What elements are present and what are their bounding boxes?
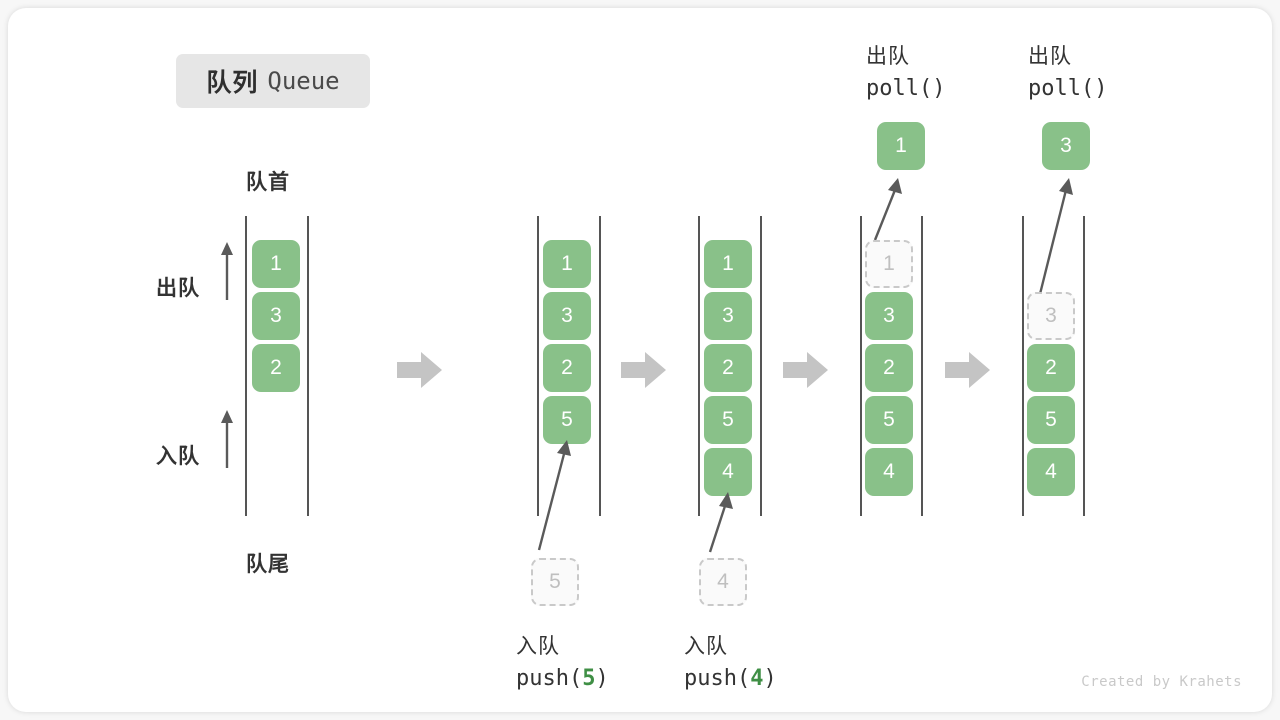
- queue-cell: 1: [543, 240, 591, 288]
- queue-cell: 5: [704, 396, 752, 444]
- title-chinese: 队列: [206, 69, 259, 97]
- queue-cell: 4: [865, 448, 913, 496]
- queue-ghost-cell: 1: [865, 240, 913, 288]
- step-arrow-icon: [621, 352, 666, 388]
- queue-cell: 5: [865, 396, 913, 444]
- step-caption-chinese: 入队: [516, 635, 560, 658]
- queue-rail-right: [307, 216, 309, 516]
- queue-cell: 3: [252, 292, 300, 340]
- step-arrow-icon: [397, 352, 442, 388]
- step-caption-code: push(5): [516, 666, 609, 691]
- side-enqueue-label: 入队: [156, 445, 200, 468]
- step-arrow-icon: [945, 352, 990, 388]
- queue-ghost-cell: 5: [531, 558, 579, 606]
- queue-tail-label: 队尾: [246, 553, 290, 576]
- side-dequeue-label: 出队: [156, 277, 200, 300]
- polled-cell: 1: [877, 122, 925, 170]
- title-english: Queue: [267, 67, 340, 95]
- step-arrow-icon: [783, 352, 828, 388]
- push-motion-arrow-icon: [708, 492, 733, 553]
- enqueue-direction-arrow-icon: [221, 410, 233, 468]
- queue-rail-left: [537, 216, 539, 516]
- queue-rail-right: [599, 216, 601, 516]
- poll-motion-arrow-icon: [1038, 178, 1073, 295]
- queue-cell: 3: [704, 292, 752, 340]
- queue-cell: 4: [704, 448, 752, 496]
- queue-front-label: 队首: [246, 171, 290, 194]
- step-caption-chinese: 入队: [684, 635, 728, 658]
- top-op-chinese: 出队: [866, 45, 910, 68]
- top-op-code: poll(): [866, 76, 946, 101]
- queue-cell: 1: [704, 240, 752, 288]
- queue-rail-left: [860, 216, 862, 516]
- queue-rail-right: [760, 216, 762, 516]
- queue-cell: 2: [704, 344, 752, 392]
- queue-rail-left: [698, 216, 700, 516]
- queue-cell: 2: [252, 344, 300, 392]
- queue-rail-left: [1022, 216, 1024, 516]
- queue-rail-right: [1083, 216, 1085, 516]
- step-caption-code: push(4): [684, 666, 777, 691]
- queue-cell: 5: [1027, 396, 1075, 444]
- queue-cell: 5: [543, 396, 591, 444]
- dequeue-direction-arrow-icon: [221, 242, 233, 300]
- polled-cell: 3: [1042, 122, 1090, 170]
- top-op-code: poll(): [1028, 76, 1108, 101]
- queue-cell: 4: [1027, 448, 1075, 496]
- top-op-chinese: 出队: [1028, 45, 1072, 68]
- queue-rail-left: [245, 216, 247, 516]
- queue-rail-right: [921, 216, 923, 516]
- diagram-card: 队列 Queue 队首 队尾 出队 入队 1 3 2: [8, 8, 1272, 712]
- poll-motion-arrow-icon: [873, 178, 902, 241]
- queue-cell: 2: [1027, 344, 1075, 392]
- queue-cell: 3: [543, 292, 591, 340]
- push-motion-arrow-icon: [537, 440, 571, 551]
- queue-cell: 3: [865, 292, 913, 340]
- queue-cell: 1: [252, 240, 300, 288]
- watermark-credit: Created by Krahets: [1081, 674, 1242, 690]
- queue-cell: 2: [543, 344, 591, 392]
- queue-cell: 2: [865, 344, 913, 392]
- diagram-title-badge: 队列 Queue: [176, 54, 370, 108]
- queue-ghost-cell: 4: [699, 558, 747, 606]
- queue-ghost-cell: 3: [1027, 292, 1075, 340]
